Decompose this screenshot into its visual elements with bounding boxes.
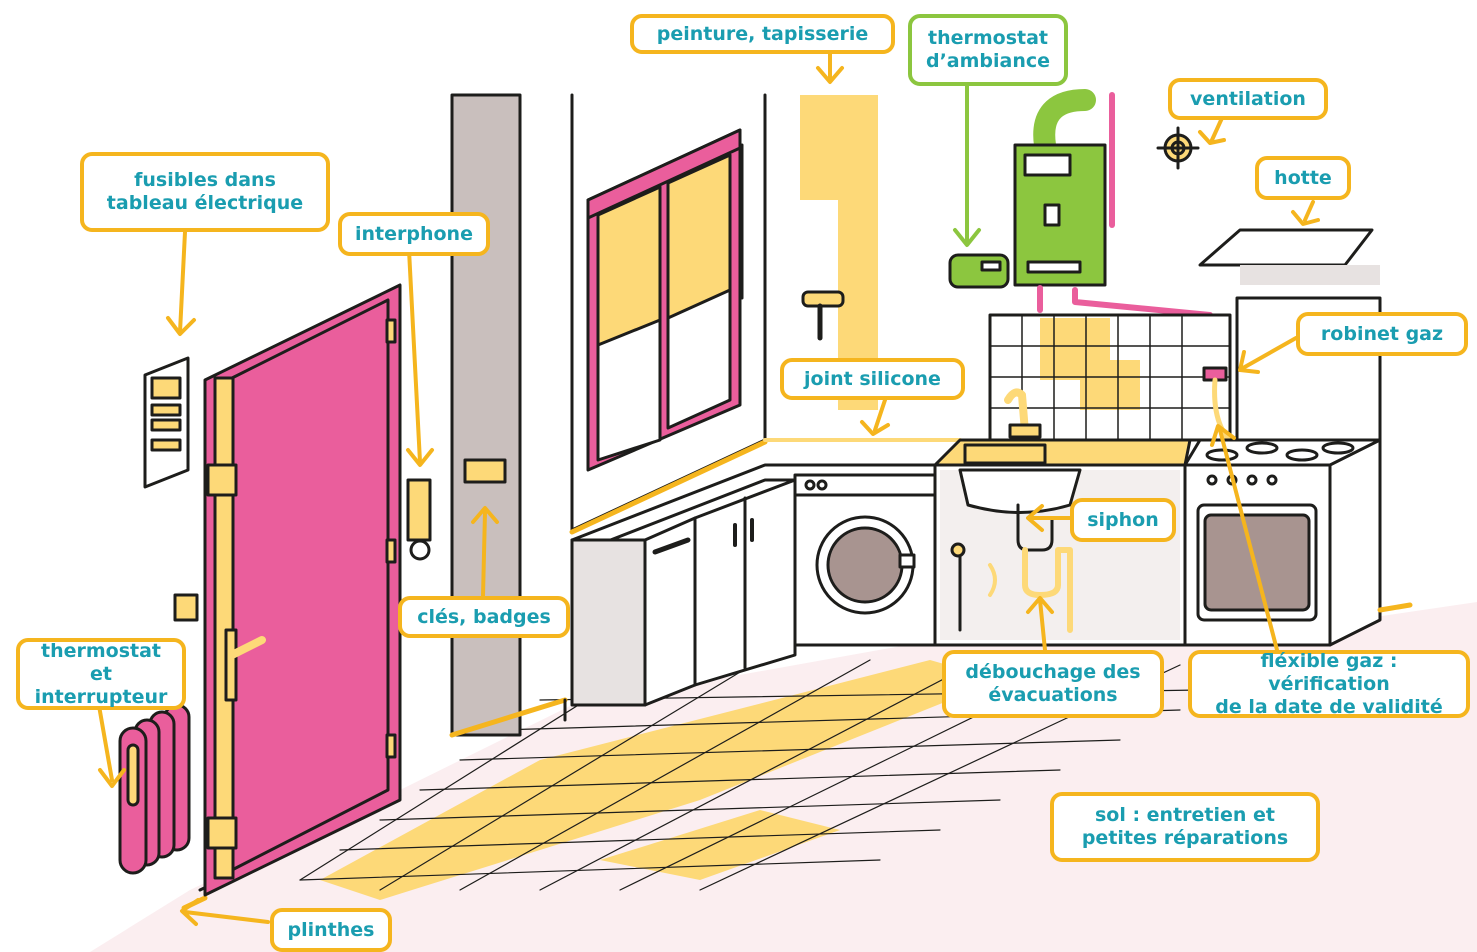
light-switch	[175, 595, 197, 620]
label-joint-silicone: joint silicone	[780, 358, 965, 400]
range-hood	[1200, 230, 1372, 265]
label-peinture-tapisserie: peinture, tapisserie	[630, 14, 895, 54]
door	[232, 300, 388, 870]
label-siphon: siphon	[1070, 498, 1176, 542]
key-holder	[465, 460, 505, 482]
ventilation-vent	[1158, 128, 1198, 168]
label-debouchage: débouchage des évacuations	[942, 650, 1164, 718]
paint-roller	[803, 292, 843, 306]
washing-machine	[795, 475, 935, 645]
label-fusibles: fusibles dans tableau électrique	[80, 152, 330, 232]
label-robinet-gaz: robinet gaz	[1296, 312, 1468, 356]
label-cles-badges: clés, badges	[398, 596, 570, 638]
label-plinthes: plinthes	[270, 908, 392, 952]
label-ventilation: ventilation	[1168, 78, 1328, 120]
label-sol: sol : entretien et petites réparations	[1050, 792, 1320, 862]
interphone-unit	[408, 480, 430, 540]
label-thermostat-ambiance: thermostat d’ambiance	[908, 14, 1068, 86]
window	[588, 130, 742, 470]
label-interphone: interphone	[338, 212, 490, 256]
label-hotte: hotte	[1255, 156, 1351, 200]
label-flexible-gaz: fléxible gaz : vérification de la date d…	[1188, 650, 1470, 718]
column	[452, 95, 520, 735]
radiator	[120, 705, 189, 873]
label-thermostat-interrupteur: thermostat et interrupteur	[16, 638, 186, 710]
